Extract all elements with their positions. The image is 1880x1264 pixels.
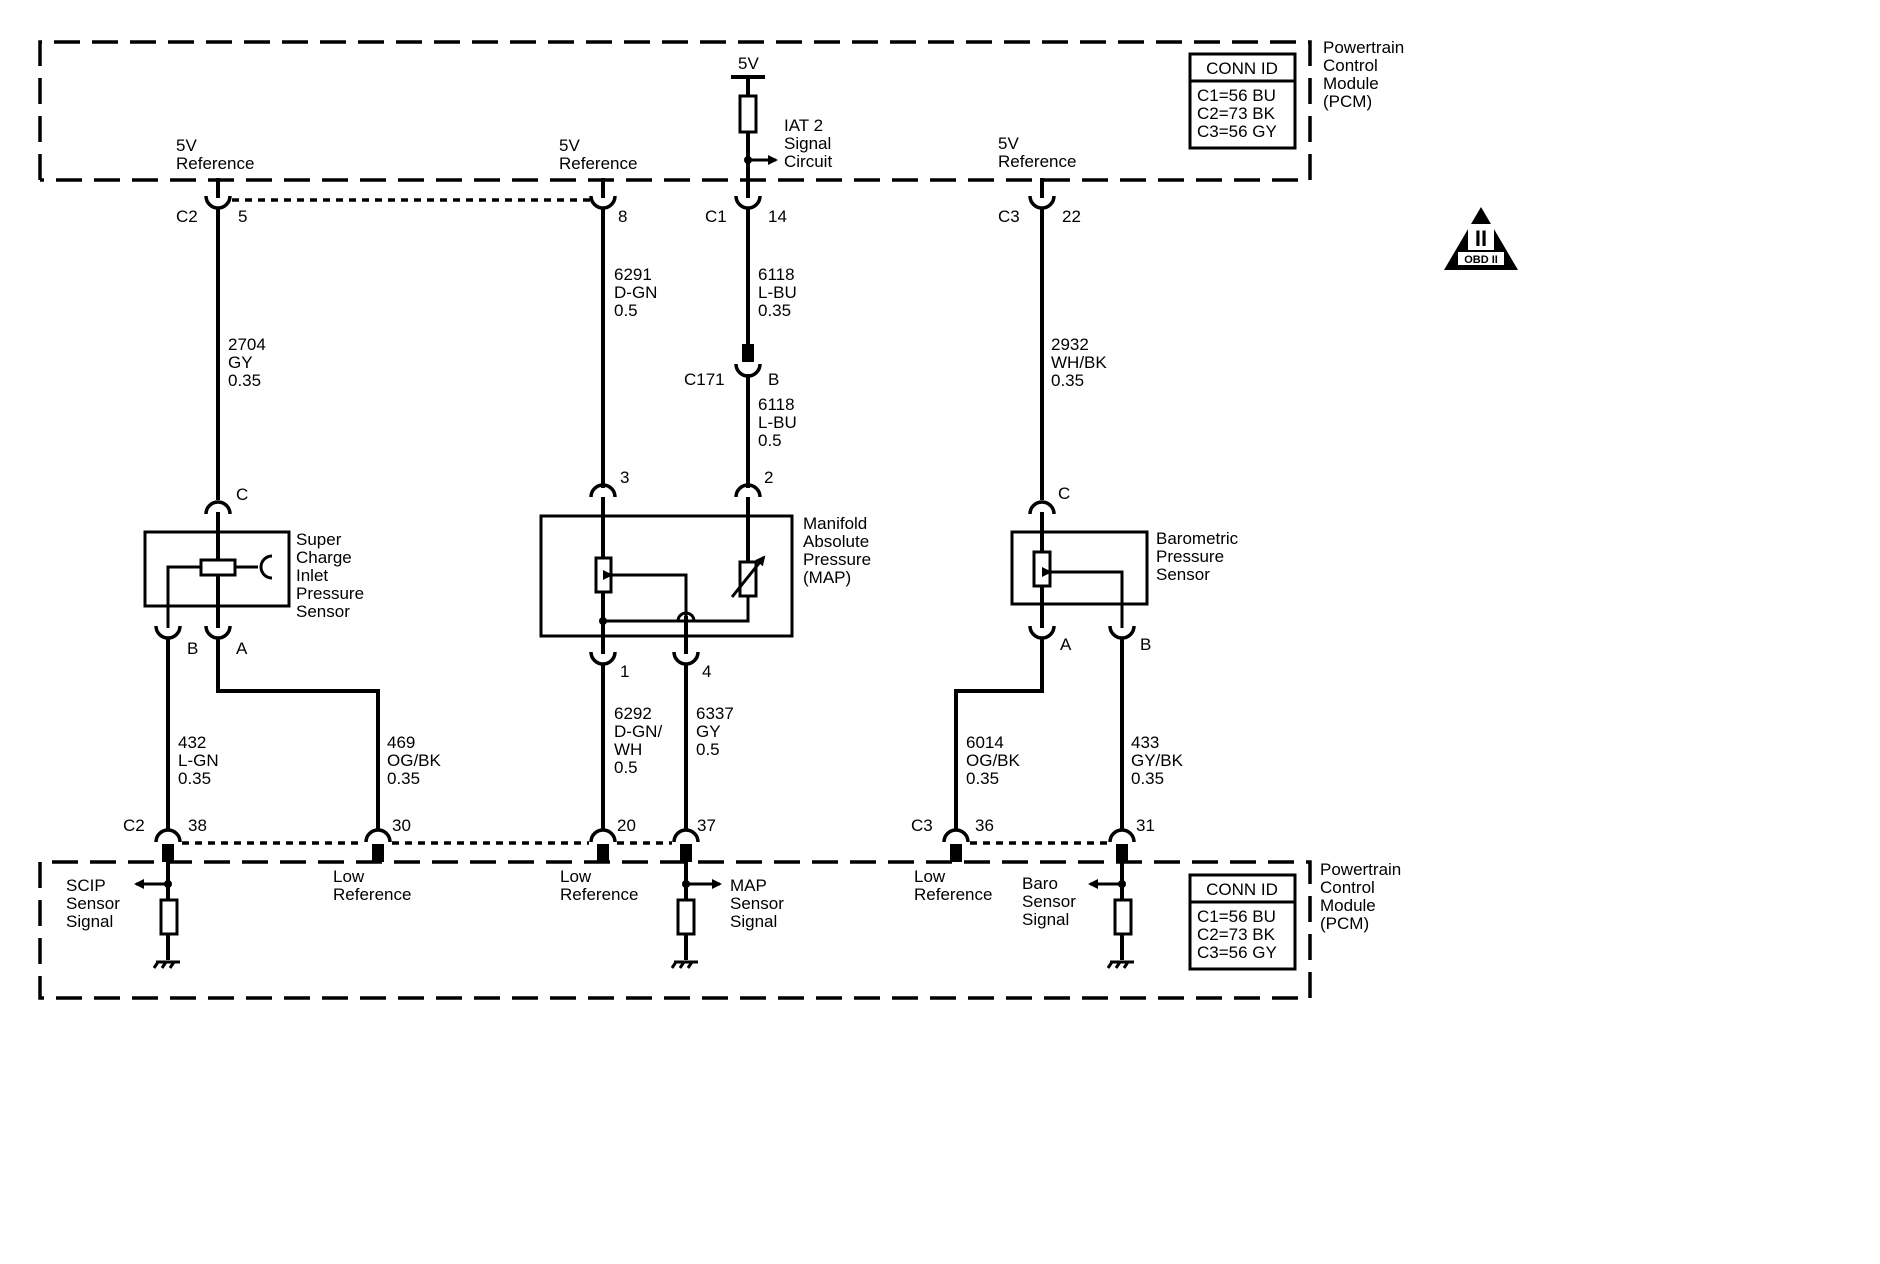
connector-c1-pin14: C1 14 — [705, 195, 787, 226]
scip-pulldown-resistor-icon — [159, 898, 179, 936]
map-sensor-name: Manifold Absolute Pressure (MAP) — [803, 514, 876, 587]
svg-text:CONN ID: CONN ID — [1206, 880, 1278, 899]
baro-signal-label: Baro Sensor Signal — [1022, 874, 1081, 929]
map-signal-circuit: MAP Sensor Signal — [670, 862, 789, 969]
pcm-top-module: Powertrain Control Module (PCM) CONN ID … — [38, 38, 1409, 182]
supply-5v-label: 5V — [738, 54, 759, 73]
wire-432-label: 432 L-GN 0.35 — [178, 733, 223, 788]
baro-sensor: C A B Barometric Pressure Sensor — [1010, 484, 1243, 654]
wire-469 — [216, 638, 380, 830]
wire-6118a-label: 6118 L-BU 0.35 — [758, 265, 801, 320]
svg-text:22: 22 — [1062, 207, 1081, 226]
wire-6014 — [954, 638, 1044, 830]
svg-text:A: A — [1060, 635, 1072, 654]
ground-icon — [1106, 960, 1134, 969]
baro-pulldown-resistor-icon — [1113, 898, 1133, 936]
svg-text:C: C — [236, 485, 248, 504]
pcm-top-conn-id-table: CONN ID C1=56 BU C2=73 BK C3=56 GY — [1188, 52, 1297, 150]
svg-text:8: 8 — [618, 207, 627, 226]
conn-id-rows: C1=56 BU C2=73 BK C3=56 GY — [1197, 86, 1281, 141]
pcm-top-name: Powertrain Control Module (PCM) — [1323, 38, 1409, 111]
ground-icon — [670, 960, 698, 969]
svg-text:C: C — [1058, 484, 1070, 503]
wire-6014-label: 6014 OG/BK 0.35 — [966, 733, 1025, 788]
obd-ii-badge: II OBD II — [1444, 207, 1518, 270]
scip-resistor-icon — [199, 558, 237, 577]
bottom-connectors: C2 38 30 20 37 C3 36 31 — [123, 816, 1155, 862]
obd-badge-text: OBD II — [1464, 254, 1498, 266]
pcm-bottom-name: Powertrain Control Module (PCM) — [1320, 860, 1406, 933]
iat2-pullup: 5V IAT 2 Signal Circuit — [731, 54, 836, 198]
baro-sensor-name: Barometric Pressure Sensor — [1156, 529, 1243, 584]
connector-pin8: 8 — [589, 178, 627, 226]
scip-signal-circuit: SCIP Sensor Signal — [66, 862, 180, 969]
wire-2704-label: 2704 GY 0.35 — [228, 335, 271, 390]
svg-text:14: 14 — [768, 207, 787, 226]
low-ref-label-1: Low Reference — [333, 867, 411, 904]
scip-sensor: C B A Super Charge Inlet Pressure Sensor — [143, 485, 369, 658]
ground-icon — [152, 960, 180, 969]
map-pulldown-resistor-icon — [676, 898, 696, 936]
svg-text:C171: C171 — [684, 370, 725, 389]
svg-text:2: 2 — [764, 468, 773, 487]
svg-text:3: 3 — [620, 468, 629, 487]
baro-potentiometer-icon — [1032, 550, 1052, 588]
low-ref-label-2: Low Reference — [560, 867, 638, 904]
wire-469-label: 469 OG/BK 0.35 — [387, 733, 446, 788]
svg-text:C1: C1 — [705, 207, 727, 226]
svg-text:37: 37 — [697, 816, 716, 835]
svg-text:36: 36 — [975, 816, 994, 835]
svg-text:C2: C2 — [123, 816, 145, 835]
wire-433-label: 433 GY/BK 0.35 — [1131, 733, 1188, 788]
map-potentiometer-icon — [594, 556, 613, 594]
pressure-port-icon — [259, 554, 273, 580]
conn-id-title: CONN ID — [1206, 59, 1278, 78]
scip-sensor-name: Super Charge Inlet Pressure Sensor — [296, 530, 369, 621]
svg-text:1: 1 — [620, 662, 629, 681]
wire-6291-label: 6291 D-GN 0.5 — [614, 265, 662, 320]
svg-text:C2: C2 — [176, 207, 198, 226]
svg-text:C1=56 BU C2=73 BK: C1=56 BU C2=73 BK C3=56 GY — [1197, 907, 1281, 962]
svg-text:4: 4 — [702, 662, 711, 681]
svg-text:B: B — [1140, 635, 1151, 654]
svg-text:20: 20 — [617, 816, 636, 835]
low-ref-label-3: Low Reference — [914, 867, 992, 904]
svg-text:B: B — [187, 639, 198, 658]
svg-text:5: 5 — [238, 207, 247, 226]
connector-c3-pin22: C3 22 — [998, 178, 1081, 226]
wire-6337-label: 6337 GY 0.5 — [696, 704, 739, 759]
svg-text:31: 31 — [1136, 816, 1155, 835]
map-signal-label: MAP Sensor Signal — [730, 876, 789, 931]
pcm-bottom-module: Powertrain Control Module (PCM) CONN ID … — [38, 860, 1406, 1000]
pcm-bottom-conn-id-table: CONN ID C1=56 BU C2=73 BK C3=56 GY — [1188, 873, 1297, 971]
obd-numeral: II — [1475, 226, 1487, 251]
connector-c2-pin5: C2 5 — [176, 178, 247, 226]
ref-label-1: 5V Reference — [176, 136, 254, 173]
svg-text:C3: C3 — [911, 816, 933, 835]
wire-2932-label: 2932 WH/BK 0.35 — [1051, 335, 1111, 390]
wire-6118b-label: 6118 L-BU 0.5 — [758, 395, 801, 450]
wiring-diagram: Powertrain Control Module (PCM) CONN ID … — [38, 38, 1518, 1000]
iat2-label: IAT 2 Signal Circuit — [784, 116, 836, 171]
scip-signal-label: SCIP Sensor Signal — [66, 876, 125, 931]
map-sensor: 3 2 1 4 Manifold Absolute Pressure (MAP) — [539, 468, 876, 681]
pullup-resistor-icon — [738, 94, 758, 134]
svg-text:B: B — [768, 370, 779, 389]
svg-text:C3: C3 — [998, 207, 1020, 226]
ref-label-2: 5V Reference — [559, 136, 637, 173]
ref-label-3: 5V Reference — [998, 134, 1076, 171]
wire-6292-label: 6292 D-GN/ WH 0.5 — [614, 704, 667, 777]
svg-text:A: A — [236, 639, 248, 658]
inline-connector-c171: C171 B — [684, 344, 779, 389]
svg-text:30: 30 — [392, 816, 411, 835]
svg-text:38: 38 — [188, 816, 207, 835]
baro-signal-circuit: Baro Sensor Signal — [1022, 862, 1134, 969]
